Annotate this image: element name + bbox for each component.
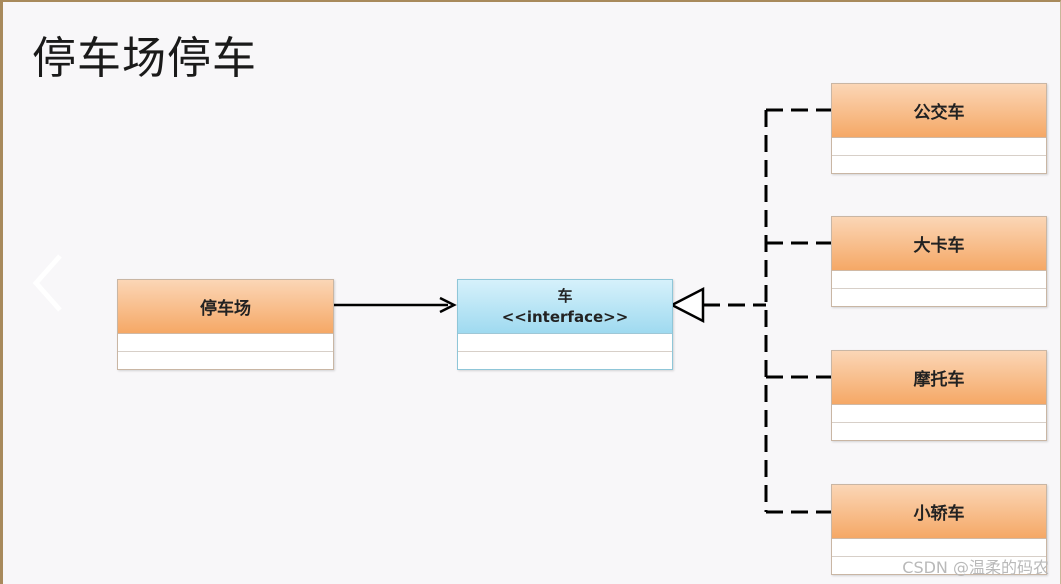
car-interface-stereotype: <<interface>> xyxy=(501,307,629,326)
chevron-left-icon xyxy=(32,254,62,312)
motorcycle-attributes xyxy=(832,405,1046,423)
car-interface-name: 车 xyxy=(557,286,573,305)
truck-class-name: 大卡车 xyxy=(832,217,1046,271)
truck-attributes xyxy=(832,271,1046,289)
slide-title: 停车场停车 xyxy=(32,33,257,84)
realization-triangle xyxy=(669,286,705,324)
bus-attributes xyxy=(832,138,1046,156)
car-interface-attributes xyxy=(458,334,672,352)
truck-methods xyxy=(832,289,1046,306)
sedan-attributes xyxy=(832,539,1046,557)
parking-lot-methods xyxy=(118,352,333,369)
bus-class: 公交车 xyxy=(831,83,1047,174)
bus-class-name: 公交车 xyxy=(832,84,1046,138)
parking-lot-attributes xyxy=(118,334,333,352)
parking-lot-class-name: 停车场 xyxy=(118,280,333,334)
car-interface-methods xyxy=(458,352,672,369)
parking-lot-class: 停车场 xyxy=(117,279,334,370)
previous-slide-button[interactable] xyxy=(30,250,70,316)
car-interface-header: 车 <<interface>> xyxy=(458,280,672,334)
watermark: CSDN @温柔的码农 xyxy=(902,558,1049,577)
motorcycle-class-name: 摩托车 xyxy=(832,351,1046,405)
motorcycle-class: 摩托车 xyxy=(831,350,1047,441)
bus-methods xyxy=(832,156,1046,173)
car-interface-class: 车 <<interface>> xyxy=(457,279,673,370)
motorcycle-methods xyxy=(832,423,1046,440)
truck-class: 大卡车 xyxy=(831,216,1047,307)
sedan-class-name: 小轿车 xyxy=(832,485,1046,539)
sedan-class: 小轿车 xyxy=(831,484,1047,575)
association-arrowhead xyxy=(439,296,457,314)
